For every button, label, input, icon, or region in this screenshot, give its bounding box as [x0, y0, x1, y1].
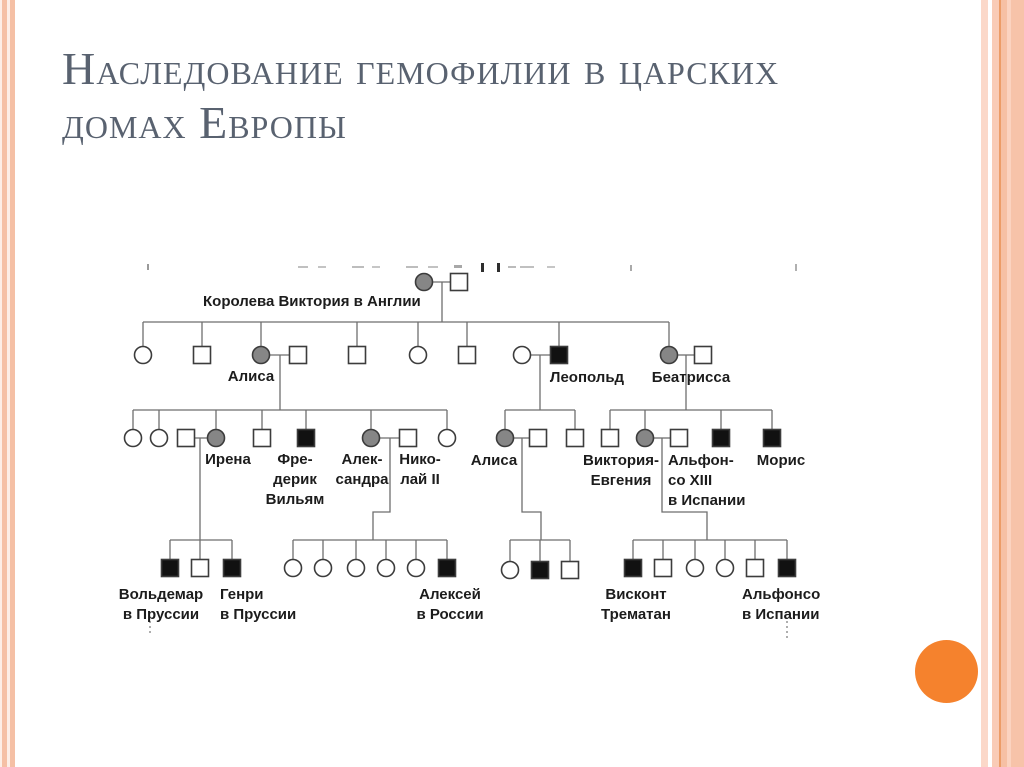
- person-aleksey: [437, 558, 457, 578]
- title-line-2: домах Европы: [62, 97, 347, 148]
- person-circle: [715, 558, 735, 578]
- person-square: [192, 345, 212, 365]
- person-circle: [437, 428, 457, 448]
- person-square: [190, 558, 210, 578]
- person-square: [288, 345, 308, 365]
- person-square: [176, 428, 196, 448]
- label-alisa-2: Алиса: [471, 452, 518, 469]
- scan-artifact: [520, 266, 534, 268]
- label-alisa: Алиса: [228, 368, 275, 385]
- person-circle: [149, 428, 169, 448]
- label-nikolay-ii: Нико-лай II: [399, 451, 441, 488]
- scan-artifact: [428, 266, 438, 268]
- pedigree-link: [372, 438, 391, 540]
- orange-accent-circle: [915, 640, 978, 703]
- person-square: [565, 428, 585, 448]
- scan-artifact: [352, 266, 364, 268]
- person-square: [347, 345, 367, 365]
- scan-artifact: [547, 266, 555, 268]
- scan-artifact: [406, 266, 418, 268]
- right-edge-stripes: [980, 0, 1024, 767]
- person-viskont-trematan: [530, 560, 550, 580]
- person-square: [693, 345, 713, 365]
- person-genri: [222, 558, 242, 578]
- label-beatrissa: Беатрисса: [652, 369, 731, 386]
- scan-artifact: [497, 263, 500, 272]
- label-leopold: Леопольд: [550, 369, 625, 386]
- label-viktoria-evgenia: Виктория-Евгения: [583, 452, 659, 489]
- scan-artifact: [795, 264, 797, 271]
- scan-artifact: [454, 265, 462, 268]
- person-square: [457, 345, 477, 365]
- label-moris: Морис: [757, 452, 805, 469]
- person-queen-victoria: [414, 272, 434, 292]
- left-edge-stripes: [0, 0, 16, 767]
- person-circle: [408, 345, 428, 365]
- person-circle: [376, 558, 396, 578]
- person-circle: [283, 558, 303, 578]
- person-square: [711, 428, 731, 448]
- person-alfonso: [777, 558, 797, 578]
- person-alfonso-xiii: [669, 428, 689, 448]
- person-square: [745, 558, 765, 578]
- scan-artifact: [372, 266, 380, 268]
- person-square: [560, 560, 580, 580]
- person-square: [252, 428, 272, 448]
- scan-artifact: [147, 264, 149, 270]
- person-voldemar: [160, 558, 180, 578]
- pedigree-link: [661, 438, 708, 540]
- person-viktoria-evgenia: [635, 428, 655, 448]
- person-leopold: [549, 345, 569, 365]
- label-aleksandra: Алек-сандра: [336, 451, 390, 488]
- pedigree-link: [521, 438, 542, 540]
- person-circle: [500, 560, 520, 580]
- person-frederik-vilyam: [296, 428, 316, 448]
- person-alisa: [251, 345, 271, 365]
- person-circle: [133, 345, 153, 365]
- person-square: [600, 428, 620, 448]
- person-irena: [206, 428, 226, 448]
- person-moris: [762, 428, 782, 448]
- person-circle: [406, 558, 426, 578]
- person-circle: [313, 558, 333, 578]
- person-square: [528, 428, 548, 448]
- scan-artifact: [318, 266, 326, 268]
- person-aleksandra: [361, 428, 381, 448]
- person-square: [623, 558, 643, 578]
- scan-artifact: [630, 265, 632, 271]
- person-circle: [512, 345, 532, 365]
- label-queen-victoria: Королева Виктория в Англии: [203, 293, 421, 310]
- person-circle: [123, 428, 143, 448]
- person-prince-consort: [449, 272, 469, 292]
- scan-artifact: [508, 266, 516, 268]
- person-beatrissa: [659, 345, 679, 365]
- person-circle: [685, 558, 705, 578]
- scan-artifact: [481, 263, 484, 272]
- person-alisa-2: [495, 428, 515, 448]
- person-nikolay-ii: [398, 428, 418, 448]
- person-square: [653, 558, 673, 578]
- label-irena: Ирена: [205, 451, 251, 468]
- title-line-1: Наследование гемофилии в царских: [62, 43, 780, 94]
- person-circle: [346, 558, 366, 578]
- scan-artifact: [298, 266, 308, 268]
